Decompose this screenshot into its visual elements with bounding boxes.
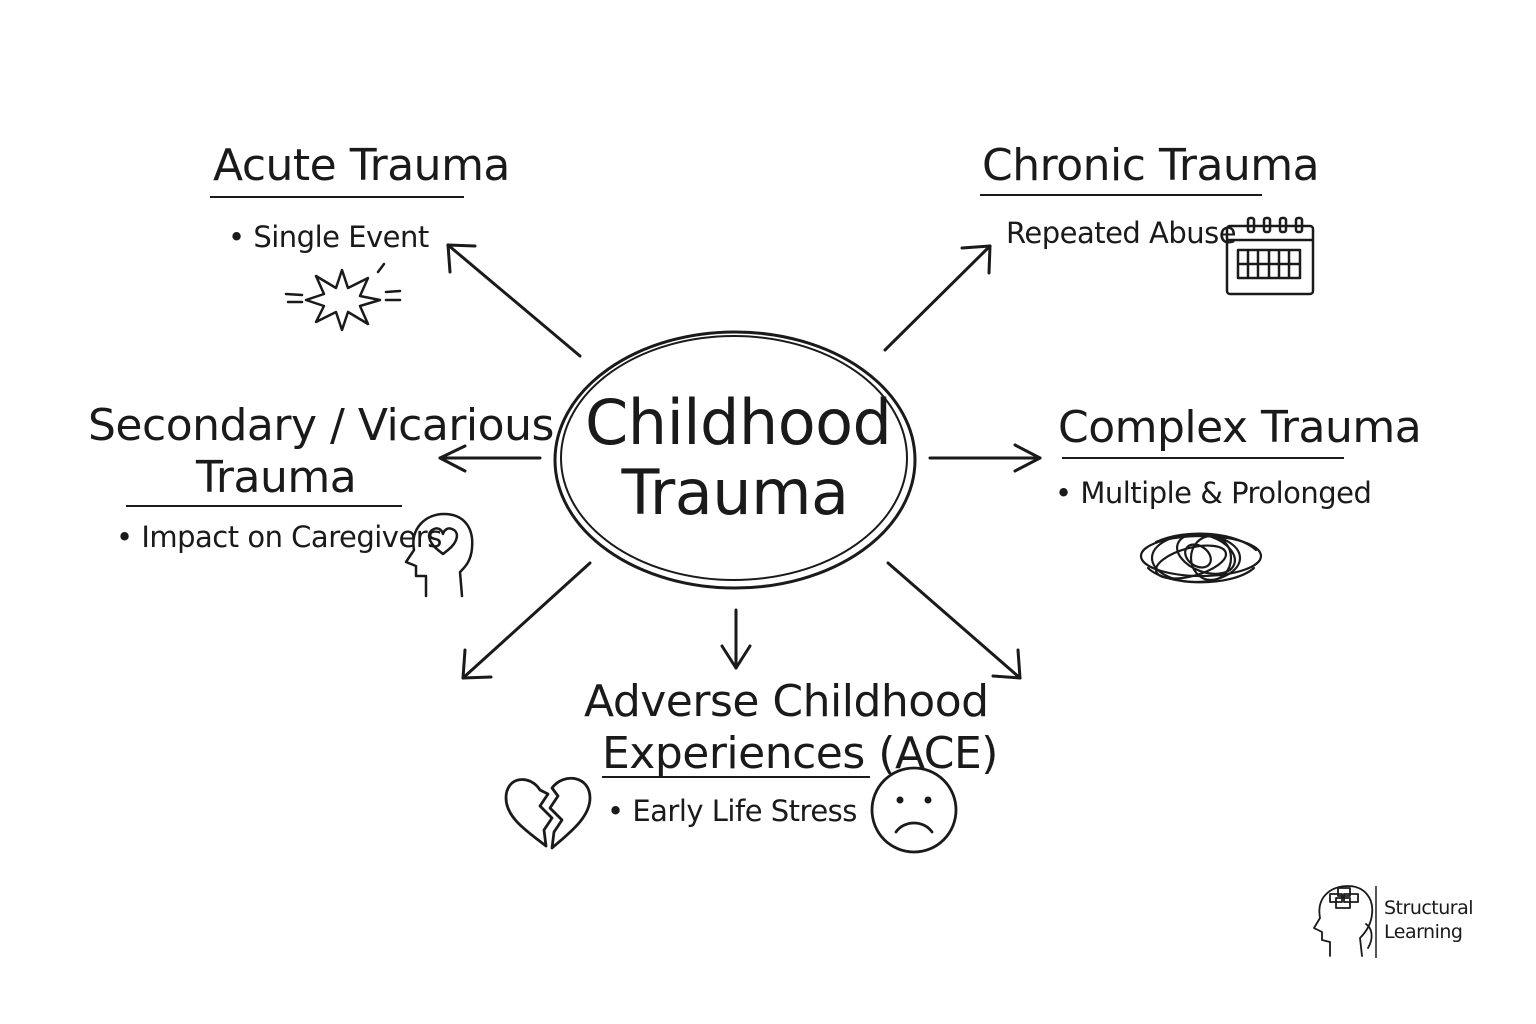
sad-face-icon bbox=[870, 766, 958, 854]
center-title-line2: Trauma bbox=[621, 456, 849, 529]
center-ellipse-inner bbox=[560, 335, 908, 581]
center-title: Childhood Trauma bbox=[585, 386, 892, 529]
arrow-lower-left bbox=[461, 561, 592, 680]
secondary-title-line1: Secondary / Vicarious bbox=[88, 400, 554, 451]
logo-text: Structural Learning bbox=[1384, 896, 1474, 944]
arrow-to-ace bbox=[720, 608, 752, 670]
broken-heart-icon bbox=[504, 776, 592, 850]
chronic-bullet: Repeated Abuse bbox=[1006, 216, 1237, 250]
secondary-underline bbox=[126, 505, 402, 507]
scribble-icon bbox=[1139, 532, 1263, 584]
center-title-line1: Childhood bbox=[585, 386, 892, 459]
ace-title-line1: Adverse Childhood bbox=[584, 676, 989, 727]
chronic-underline bbox=[980, 194, 1262, 196]
chronic-title: Chronic Trauma bbox=[982, 140, 1320, 191]
logo-line1: Structural bbox=[1384, 897, 1474, 919]
arrow-to-chronic bbox=[883, 244, 992, 352]
calendar-icon bbox=[1225, 216, 1315, 296]
arrow-lower-right bbox=[886, 561, 1022, 680]
acute-title: Acute Trauma bbox=[213, 140, 510, 191]
secondary-title-line2: Trauma bbox=[196, 452, 357, 503]
complex-underline bbox=[1062, 457, 1344, 459]
acute-bullet: • Single Event bbox=[228, 220, 429, 254]
burst-icon bbox=[284, 262, 402, 332]
secondary-bullet: • Impact on Caregivers bbox=[116, 520, 442, 554]
complex-title: Complex Trauma bbox=[1058, 402, 1422, 453]
ace-title-line2: Experiences (ACE) bbox=[602, 728, 998, 779]
head-heart-icon bbox=[404, 512, 474, 598]
complex-bullet: • Multiple & Prolonged bbox=[1055, 476, 1372, 510]
logo-line2: Learning bbox=[1384, 921, 1463, 943]
ace-underline bbox=[602, 776, 870, 778]
center-ellipse-outer bbox=[553, 330, 917, 590]
arrow-to-secondary bbox=[438, 444, 542, 473]
ace-bullet: • Early Life Stress bbox=[607, 794, 857, 828]
brain-head-icon bbox=[1313, 885, 1377, 958]
arrow-to-complex bbox=[928, 443, 1042, 473]
acute-underline bbox=[210, 196, 464, 198]
arrow-to-acute bbox=[446, 243, 582, 358]
